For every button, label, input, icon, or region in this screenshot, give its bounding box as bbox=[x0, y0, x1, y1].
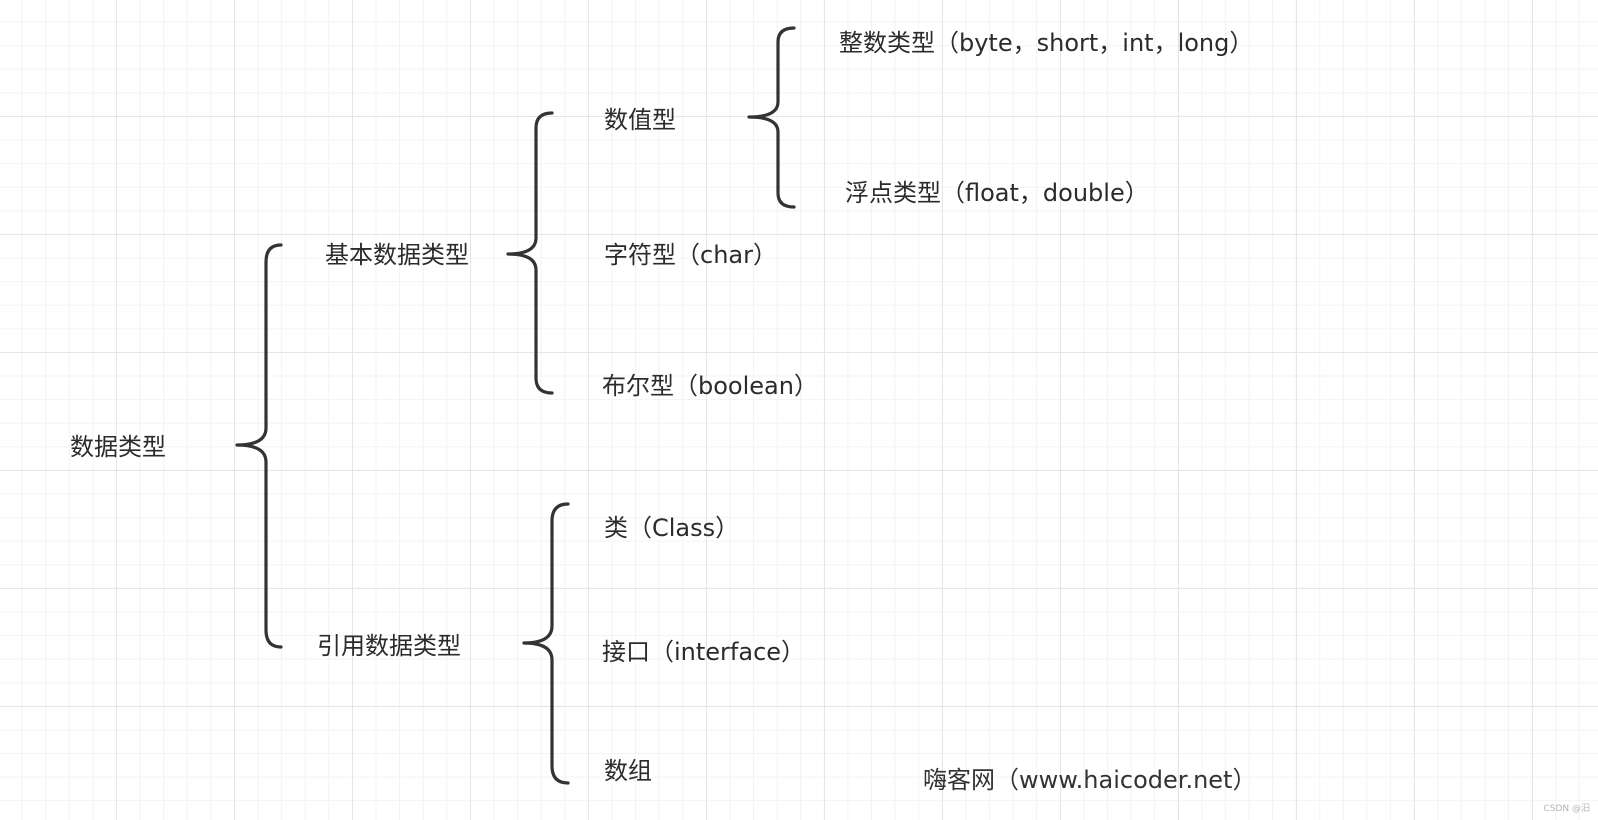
root-label: 数据类型 bbox=[70, 433, 166, 461]
brace-root bbox=[235, 243, 283, 649]
class-type-label: 类（Class） bbox=[604, 514, 740, 542]
interface-type-label: 接口（interface） bbox=[602, 638, 806, 666]
float-type-label: 浮点类型（float，double） bbox=[845, 179, 1149, 207]
boolean-type-label: 布尔型（boolean） bbox=[602, 372, 818, 400]
array-type-label: 数组 bbox=[604, 757, 652, 785]
primitive-type-label: 基本数据类型 bbox=[325, 241, 469, 269]
brace-reference bbox=[522, 502, 570, 785]
numeric-type-label: 数值型 bbox=[604, 106, 676, 134]
reference-type-label: 引用数据类型 bbox=[317, 632, 461, 660]
watermark-text: 嗨客网（www.haicoder.net） bbox=[923, 766, 1257, 794]
integer-type-label: 整数类型（byte，short，int，long） bbox=[839, 29, 1254, 57]
char-type-label: 字符型（char） bbox=[604, 241, 777, 269]
csdn-watermark: CSDN @汨 bbox=[1543, 804, 1590, 814]
brace-primitive bbox=[506, 111, 554, 395]
brace-numeric bbox=[747, 26, 796, 209]
